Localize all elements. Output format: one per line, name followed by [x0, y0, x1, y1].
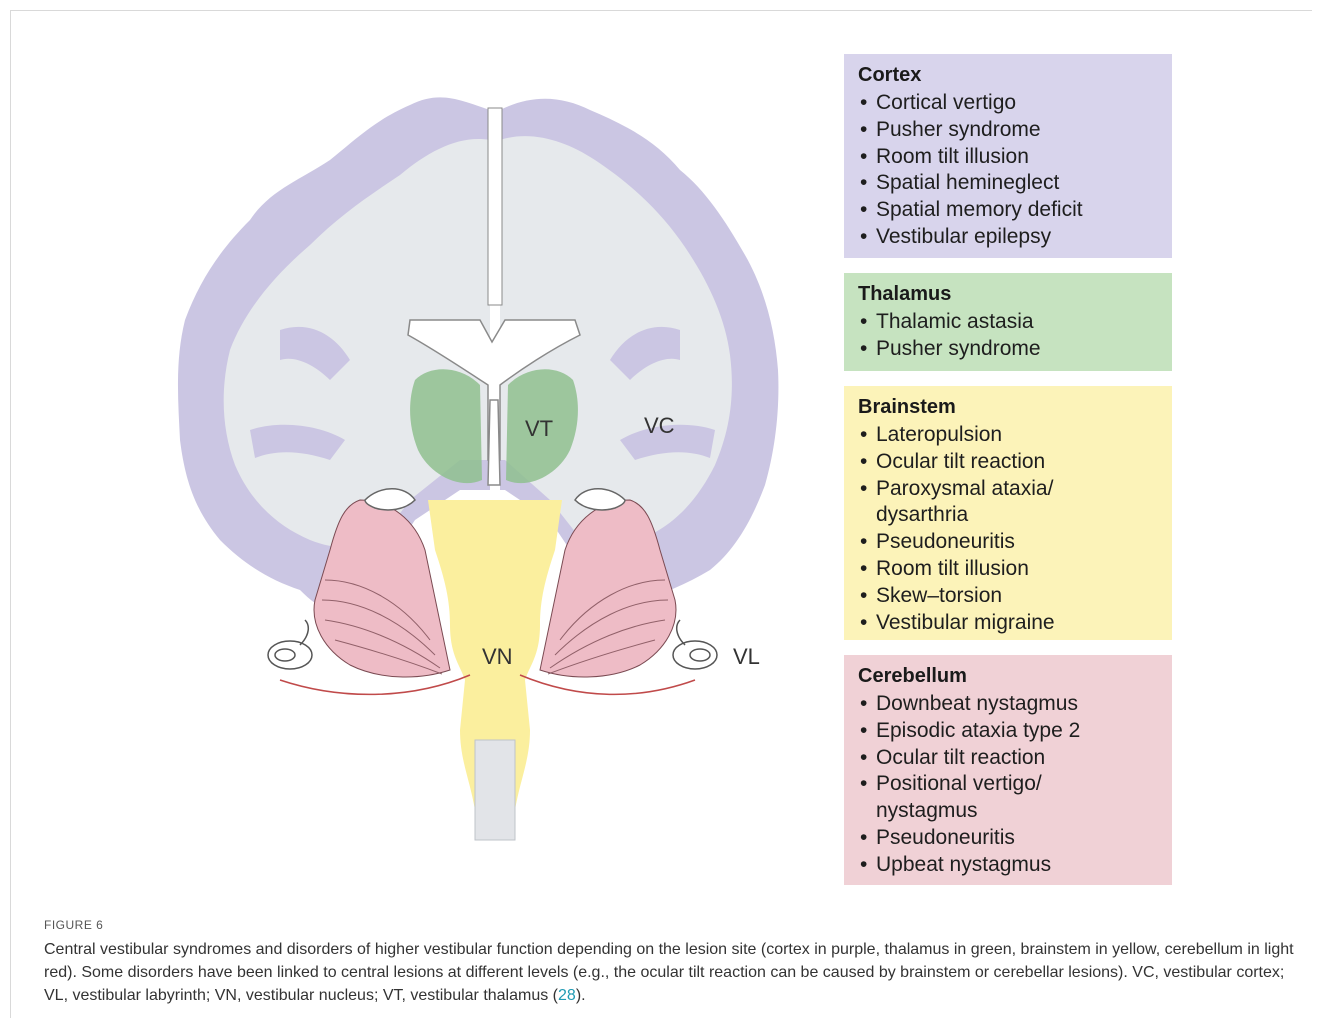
cortex-list: Cortical vertigo Pusher syndrome Room ti… — [858, 90, 1158, 251]
cerebellum-box: Cerebellum Downbeat nystagmus Episodic a… — [844, 655, 1172, 885]
list-item: Vestibular migraine — [858, 610, 1158, 637]
list-item: Pseudoneuritis — [858, 529, 1158, 556]
list-item: Vestibular epilepsy — [858, 224, 1158, 251]
list-item: Paroxysmal ataxia/ — [858, 476, 1158, 503]
labyrinth-right — [673, 620, 717, 669]
spinal-cord — [475, 740, 515, 840]
brain-coronal-diagram: VT VC VN VL — [160, 80, 800, 860]
thalamus-box: Thalamus Thalamic astasia Pusher syndrom… — [844, 273, 1172, 371]
label-vc: VC — [644, 413, 675, 438]
list-item: Cortical vertigo — [858, 90, 1158, 117]
list-item: Episodic ataxia type 2 — [858, 718, 1158, 745]
cerebellum-title: Cerebellum — [858, 663, 1158, 689]
list-item: Pusher syndrome — [858, 117, 1158, 144]
label-vl: VL — [733, 644, 760, 669]
list-item: Ocular tilt reaction — [858, 449, 1158, 476]
caption-end: ). — [576, 987, 586, 1004]
brainstem-box: Brainstem Lateropulsion Ocular tilt reac… — [844, 386, 1172, 640]
list-item: Skew–torsion — [858, 583, 1158, 610]
brainstem-list: Lateropulsion Ocular tilt reaction Parox… — [858, 422, 1158, 636]
cerebellum-list: Downbeat nystagmus Episodic ataxia type … — [858, 691, 1158, 879]
list-item: Pseudoneuritis — [858, 825, 1158, 852]
list-item: Positional vertigo/ — [858, 771, 1158, 798]
thalamus-title: Thalamus — [858, 281, 1158, 307]
caption-text: Central vestibular syndromes and disorde… — [44, 941, 1294, 1004]
label-vn: VN — [482, 644, 513, 669]
figure-caption: Central vestibular syndromes and disorde… — [44, 938, 1294, 1007]
thalamus-list: Thalamic astasia Pusher syndrome — [858, 309, 1158, 363]
list-item: Room tilt illusion — [858, 556, 1158, 583]
reference-link[interactable]: 28 — [558, 987, 576, 1004]
list-item: Spatial hemineglect — [858, 170, 1158, 197]
list-item: Ocular tilt reaction — [858, 745, 1158, 772]
list-item: Upbeat nystagmus — [858, 852, 1158, 879]
label-vt: VT — [525, 416, 553, 441]
list-item-continuation: dysarthria — [858, 502, 1158, 529]
list-item: Pusher syndrome — [858, 336, 1158, 363]
list-item-continuation: nystagmus — [858, 798, 1158, 825]
brainstem-title: Brainstem — [858, 394, 1158, 420]
cortex-title: Cortex — [858, 62, 1158, 88]
cortex-box: Cortex Cortical vertigo Pusher syndrome … — [844, 54, 1172, 258]
list-item: Spatial memory deficit — [858, 197, 1158, 224]
list-item: Downbeat nystagmus — [858, 691, 1158, 718]
figure-label: FIGURE 6 — [44, 918, 103, 932]
list-item: Room tilt illusion — [858, 144, 1158, 171]
list-item: Lateropulsion — [858, 422, 1158, 449]
list-item: Thalamic astasia — [858, 309, 1158, 336]
labyrinth-left — [268, 620, 312, 669]
